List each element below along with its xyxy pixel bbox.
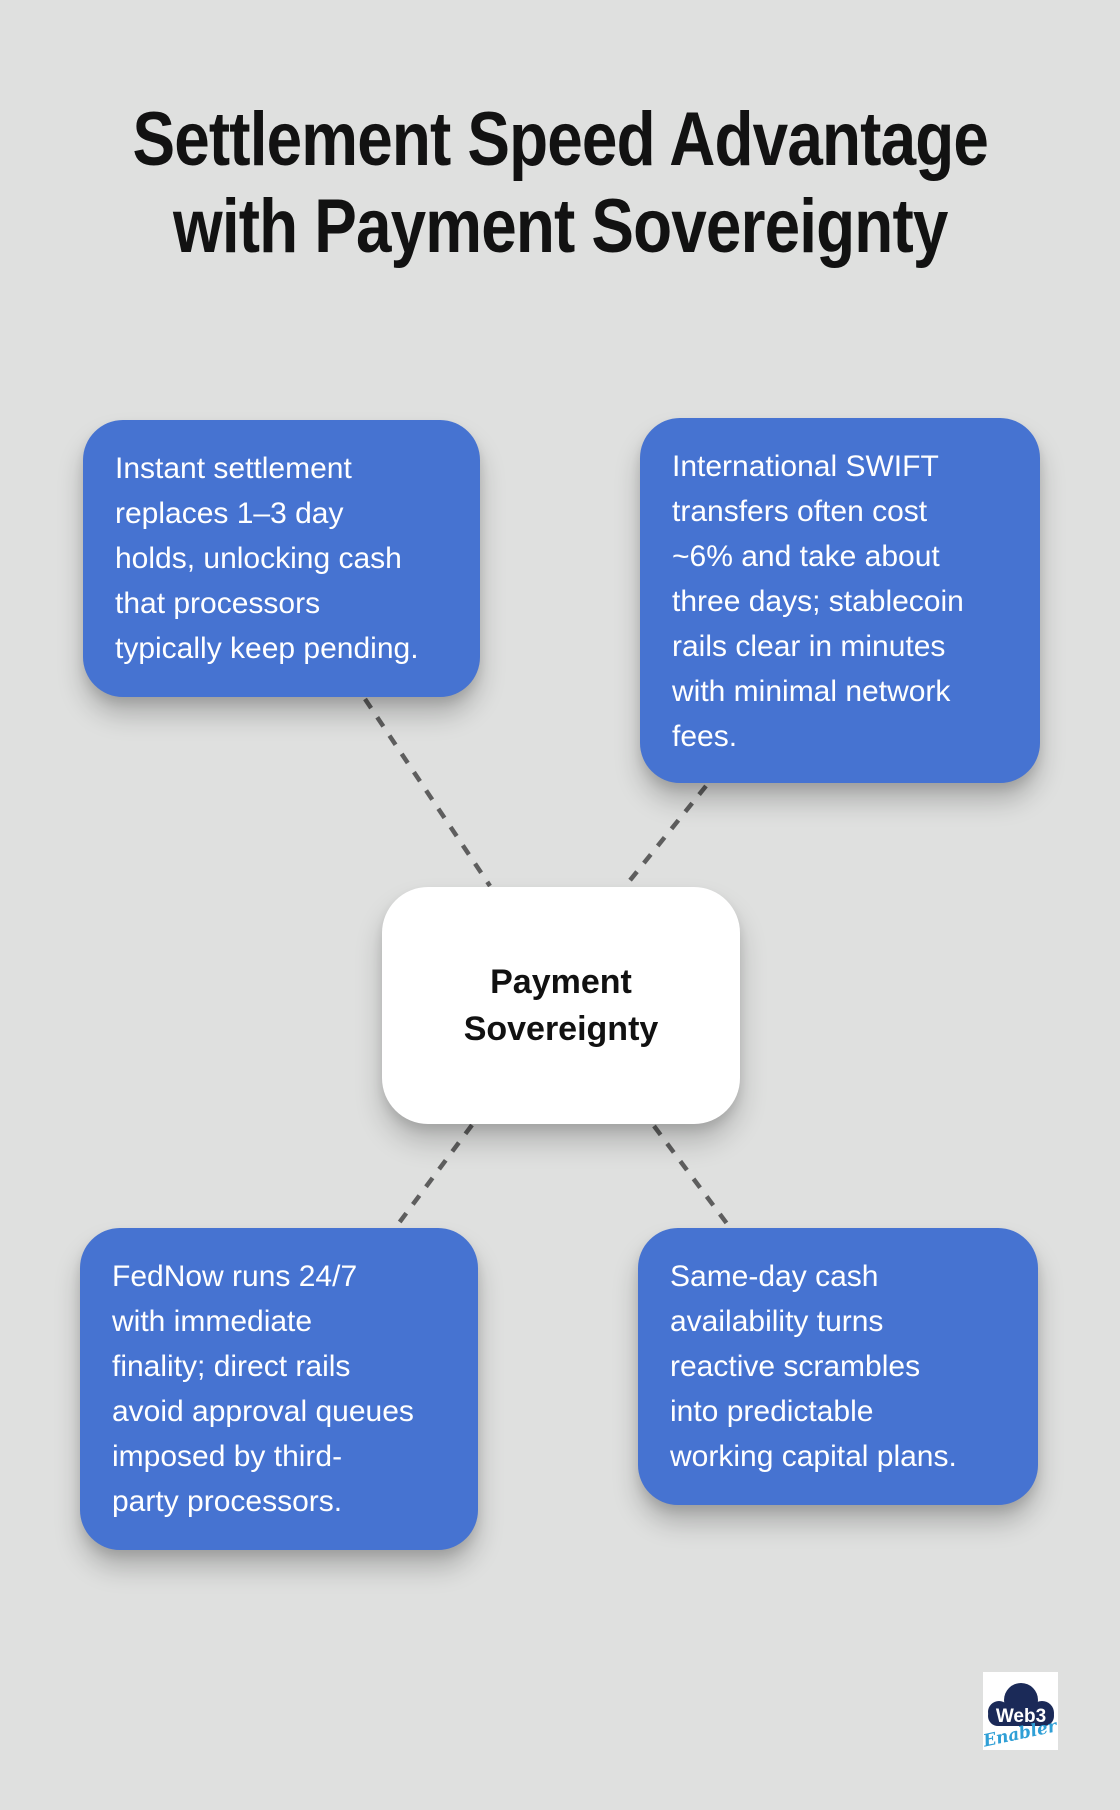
node-bottom-right: Same-day cash availability turns reactiv… (638, 1228, 1038, 1505)
center-node: Payment Sovereignty (382, 887, 740, 1124)
node-top-left-text: Instant settlement replaces 1–3 day hold… (115, 452, 419, 665)
cloud-logo-icon: Web3 Enabler (983, 1683, 1058, 1750)
node-top-right: International SWIFT transfers often cost… (640, 418, 1040, 783)
brand-logo: Web3 Enabler (983, 1672, 1058, 1750)
connector-top-left (363, 697, 492, 888)
page-title-text: Settlement Speed Advantage with Payment … (132, 97, 988, 269)
connector-bottom-left (394, 1123, 474, 1229)
cloud-shape (988, 1683, 1054, 1726)
node-bottom-right-text: Same-day cash availability turns reactiv… (670, 1260, 957, 1473)
center-node-label: Payment Sovereignty (463, 962, 659, 1048)
node-bottom-left: FedNow runs 24/7 with immediate finality… (80, 1228, 478, 1550)
page-title: Settlement Speed Advantage with Payment … (0, 96, 1120, 270)
connector-bottom-right (652, 1124, 730, 1227)
node-bottom-left-text: FedNow runs 24/7 with immediate finality… (112, 1260, 414, 1518)
node-top-left: Instant settlement replaces 1–3 day hold… (83, 420, 480, 697)
logo-brand-text: Web3 (996, 1706, 1046, 1727)
connector-top-right (621, 784, 708, 891)
node-top-right-text: International SWIFT transfers often cost… (672, 450, 964, 753)
